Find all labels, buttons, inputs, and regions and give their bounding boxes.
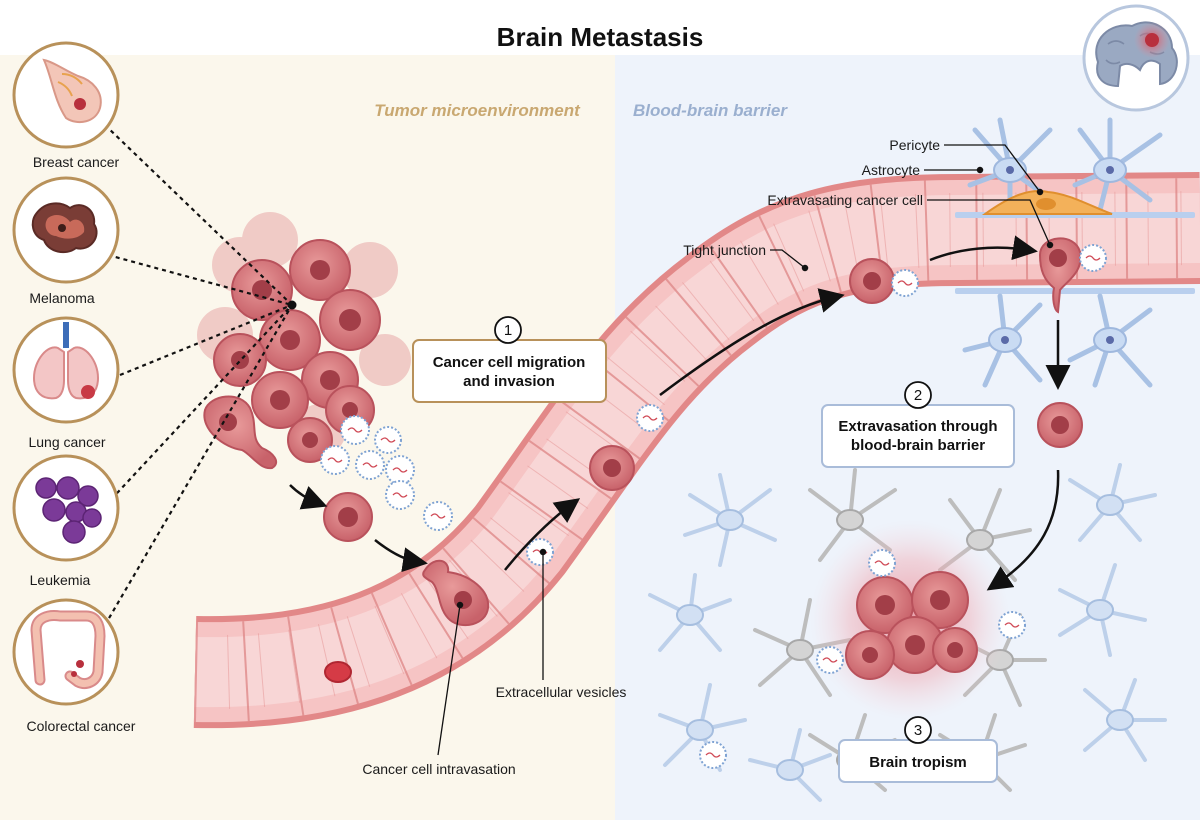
source-melanoma [12,176,120,284]
step-number: 2 [914,387,922,404]
label-tight-junction: Tight junction [683,242,766,258]
page-title: Brain Metastasis [497,22,704,52]
label-extracellular-vesicles: Extracellular vesicles [496,684,627,700]
source-colorectal [12,598,120,706]
step-title: Brain tropism [869,754,967,771]
step-title: blood-brain barrier [851,437,985,454]
label-extravasating-cancer-cell: Extravasating cancer cell [767,192,923,208]
source-breast [12,41,120,149]
source-lung [12,316,120,424]
vesicle-cargo [327,255,1101,758]
step-2-box: 2 Extravasation through blood-brain barr… [821,381,1015,468]
step-number: 1 [504,322,512,339]
label-cancer-cell-intravasation: Cancer cell intravasation [362,761,515,777]
step-title: Extravasation through [838,418,997,435]
blood-vessel [193,172,1200,729]
lungs-icon [32,322,100,400]
red-blood-cell [324,661,352,683]
region-label-bbb: Blood-brain barrier [633,101,788,120]
source-leukemia [12,454,120,562]
step-number: 3 [914,722,922,739]
source-label: Leukemia [30,572,91,588]
source-label: Breast cancer [33,154,120,170]
step-1-box: 1 Cancer cell migration and invasion [412,316,607,403]
breast-icon [42,58,102,124]
cancer-cells [197,212,1083,680]
blood-cells-icon [35,476,102,544]
source-label: Melanoma [29,290,95,306]
callout-leaders [437,144,1054,756]
source-connectors [104,124,293,626]
label-astrocyte: Astrocyte [862,162,921,178]
source-label: Colorectal cancer [27,718,136,734]
colon-icon [30,610,106,690]
step-3-box: 3 Brain tropism [838,716,998,783]
region-label-tumor: Tumor microenvironment [374,101,581,120]
step-title: and invasion [463,373,555,390]
melanoma-icon [31,202,98,254]
extravasating-cancer-cell [1038,237,1082,314]
step-title: Cancer cell migration [433,354,586,371]
astrocyte-cluster-bottom [962,293,1153,388]
label-pericyte: Pericyte [889,137,940,153]
brain-icon [1082,4,1190,112]
process-arrows [289,235,1071,591]
extracellular-vesicles [320,244,1107,769]
source-label: Lung cancer [28,434,105,450]
